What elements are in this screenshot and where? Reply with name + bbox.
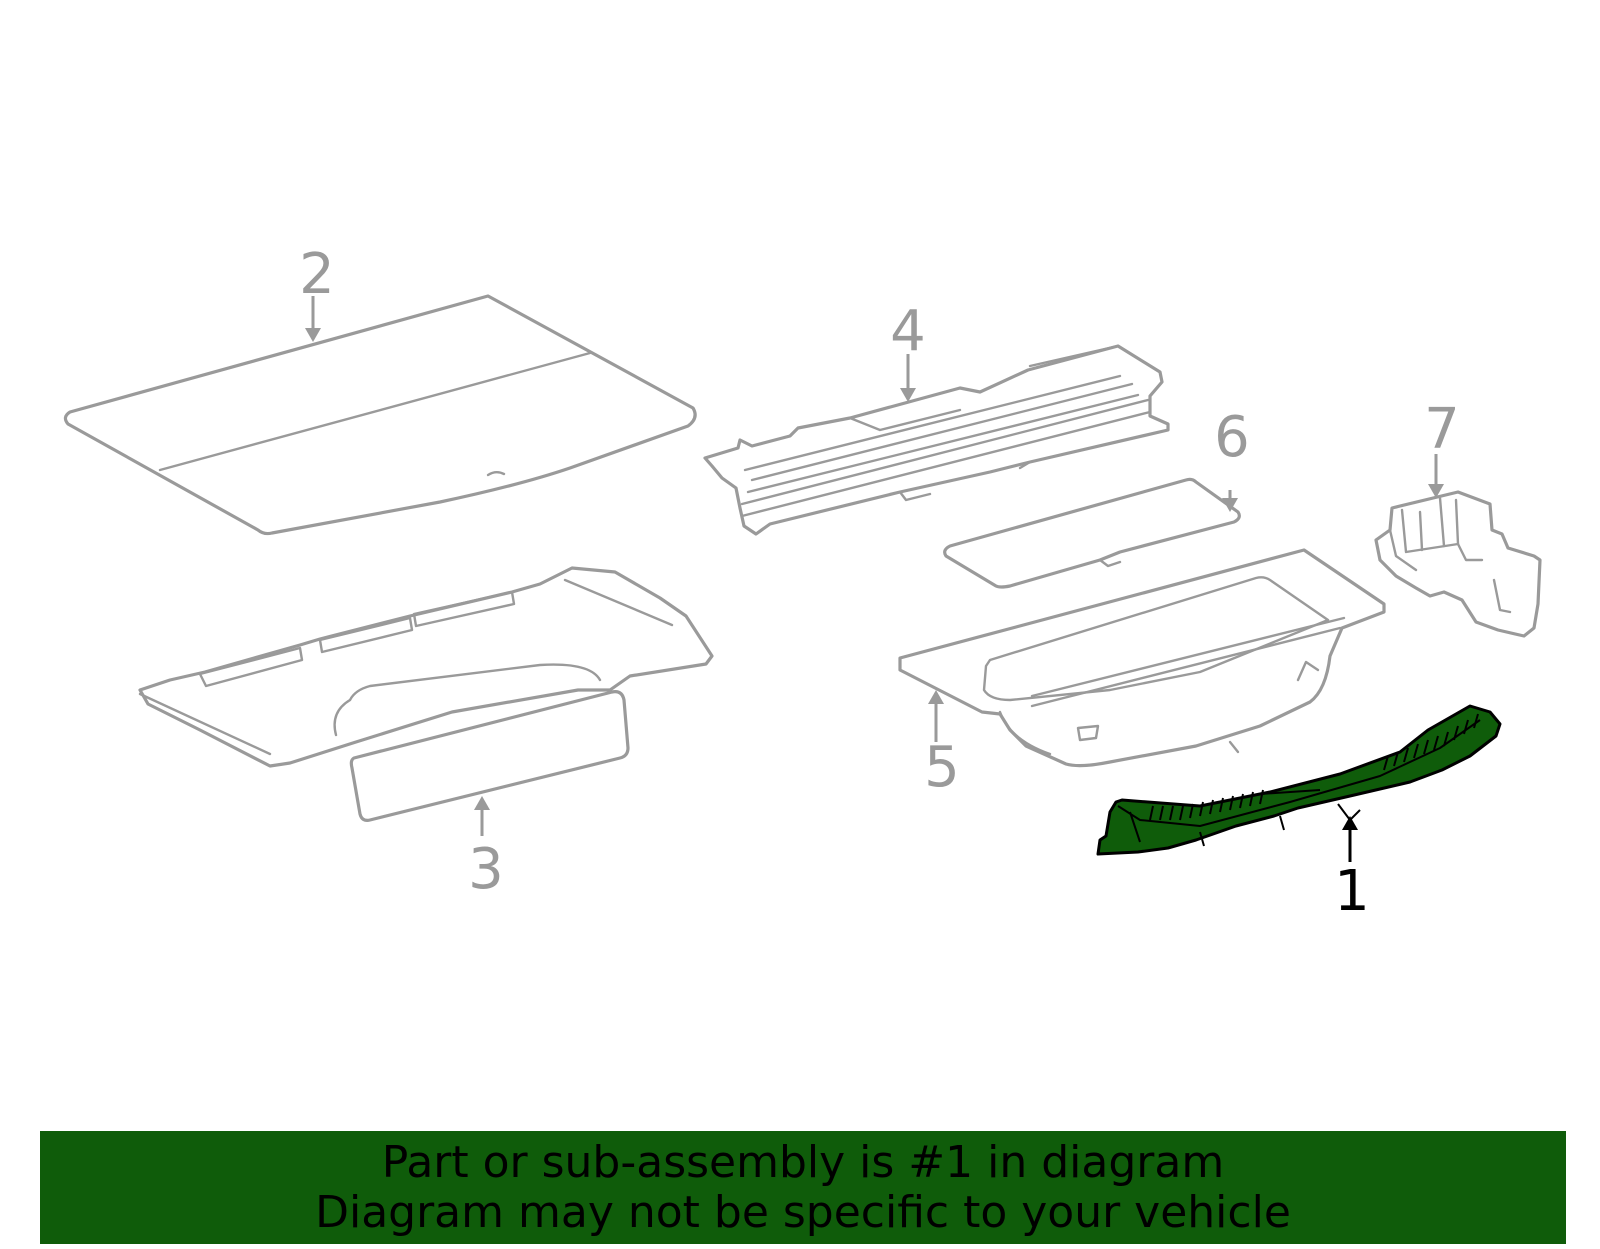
part-5-trunk-floor[interactable] bbox=[898, 548, 1386, 768]
leader-arrow-3 bbox=[474, 796, 490, 836]
part-3-cargo-tray[interactable] bbox=[138, 566, 714, 822]
part-7-side-bracket[interactable] bbox=[1374, 490, 1542, 638]
callout-7: 7 bbox=[1424, 397, 1460, 462]
banner-line-1: Part or sub-assembly is #1 in diagram bbox=[381, 1136, 1225, 1188]
callout-5: 5 bbox=[924, 735, 960, 800]
callout-2: 2 bbox=[299, 242, 335, 307]
leader-arrow-5 bbox=[928, 690, 944, 742]
part-2-cargo-cover[interactable] bbox=[63, 294, 697, 536]
part-1-scuff-plate[interactable] bbox=[1096, 704, 1502, 856]
leader-arrow-6 bbox=[1222, 490, 1238, 512]
leader-arrow-2 bbox=[305, 296, 321, 342]
banner-line-2: Diagram may not be specific to your vehi… bbox=[315, 1186, 1291, 1238]
info-banner: Part or sub-assembly is #1 in diagram Di… bbox=[40, 1131, 1566, 1244]
callout-1: 1 bbox=[1334, 859, 1370, 924]
leader-arrow-7 bbox=[1428, 454, 1444, 498]
part-4-deck-trim[interactable] bbox=[703, 344, 1170, 536]
callout-6: 6 bbox=[1214, 405, 1250, 470]
leader-arrow-4 bbox=[900, 354, 916, 402]
callout-3: 3 bbox=[468, 837, 504, 902]
part-6-floor-board[interactable] bbox=[943, 477, 1241, 589]
callout-4: 4 bbox=[890, 299, 926, 364]
leader-arrow-1 bbox=[1342, 816, 1358, 862]
